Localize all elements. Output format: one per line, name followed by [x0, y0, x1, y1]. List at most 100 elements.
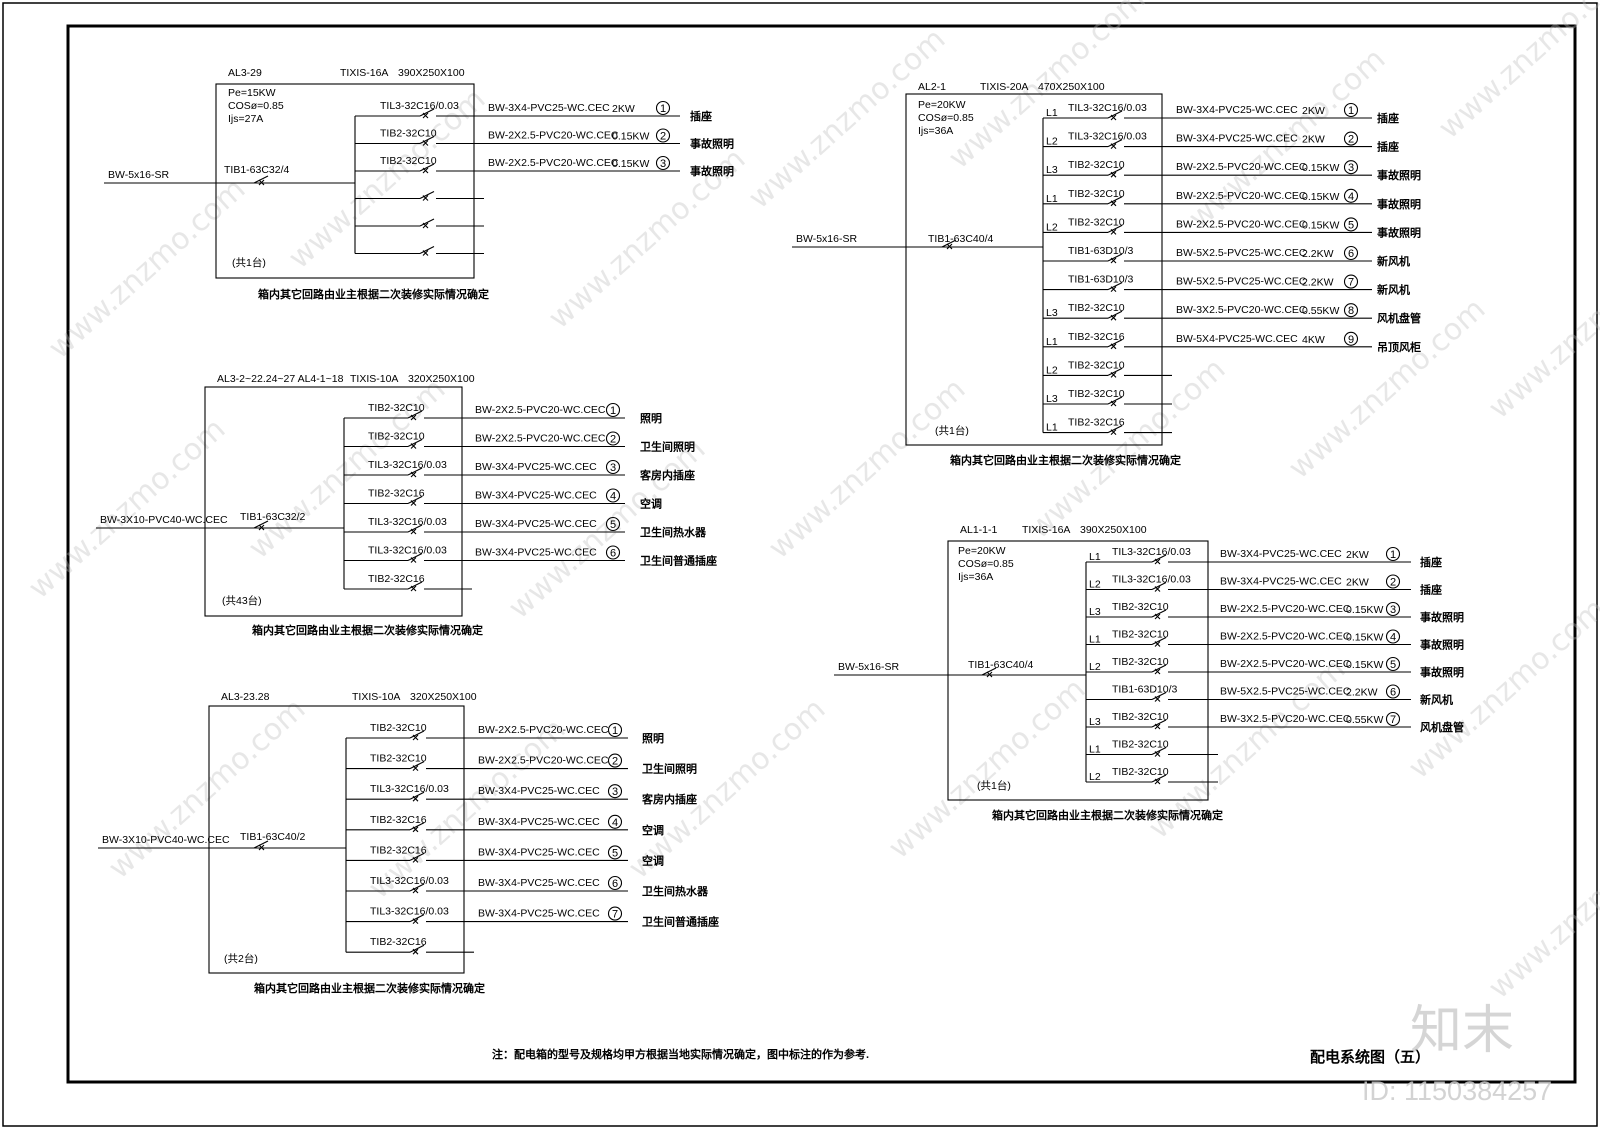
panel-param: Ijs=36A	[918, 125, 953, 137]
branch-breaker-x	[412, 918, 419, 924]
branch-breaker-x	[1110, 257, 1117, 264]
phase-label: L3	[1089, 606, 1101, 618]
branch-breaker-label: TIL3-32C16/0.03	[1068, 102, 1147, 114]
cable-spec-label: BW-3X4-PVC25-WC.CEC	[475, 518, 597, 530]
cable-spec-label: BW-3X4-PVC25-WC.CEC	[478, 846, 600, 858]
circuit-number-circle	[655, 128, 671, 143]
branch-breaker-label: TIB2-32C10	[1068, 159, 1125, 171]
load-power-label: 4KW	[1302, 334, 1325, 346]
circuit-number: 1	[612, 725, 618, 737]
panel-id: AL3-29	[228, 67, 262, 79]
branch-breaker-label: TIB2-32C16	[1068, 331, 1125, 343]
cable-spec-label: BW-3X4-PVC25-WC.CEC	[475, 547, 597, 559]
watermark-text: www.znzmo.com	[102, 692, 312, 886]
load-name: 卫生间热水器	[640, 525, 707, 539]
branch-breaker-label: TIL3-32C16/0.03	[368, 459, 447, 471]
phase-label: L1	[1089, 551, 1101, 563]
branch-breaker-x	[1154, 696, 1161, 702]
load-power-label: 0.15KW	[1346, 659, 1383, 671]
circuit-number-circle	[605, 431, 621, 446]
circuit-number-circle	[607, 753, 623, 768]
panel-dimensions: 470X250X100	[1038, 81, 1105, 93]
main-breaker-x	[258, 524, 265, 531]
branch-breaker-label: TIB2-32C10	[1112, 629, 1169, 641]
phase-label: L2	[1089, 661, 1101, 673]
branch-breaker-label: TIB2-32C10	[370, 753, 427, 765]
circuit-number: 7	[612, 909, 618, 921]
load-name: 新风机	[1377, 283, 1410, 297]
circuit-number: 3	[1348, 162, 1354, 174]
cable-spec-label: BW-2X2.5-PVC20-WC.CEC	[1176, 218, 1307, 230]
branch-breaker-symbol	[1107, 282, 1123, 291]
main-breaker-x	[258, 844, 265, 851]
circuit-number: 7	[1390, 714, 1396, 726]
circuit-number: 3	[1390, 604, 1396, 616]
circuit-number: 4	[610, 491, 616, 503]
branch-breaker-x	[422, 140, 429, 146]
cable-spec-label: BW-3X4-PVC25-WC.CEC	[478, 908, 600, 920]
circuit-number-circle	[605, 459, 621, 475]
cable-spec-label: BW-2X2.5-PVC20-WC.CEC	[1220, 658, 1351, 670]
circuit-number: 1	[1390, 549, 1396, 561]
load-power-label: 0.15KW	[612, 158, 649, 170]
circuit-number: 5	[610, 519, 616, 531]
load-name: 空调	[642, 853, 664, 867]
branch-breaker-symbol	[1151, 747, 1167, 755]
cable-spec-label: BW-3X2.5-PVC20-WC.CEC	[1220, 713, 1351, 725]
panel-footnote: 箱内其它回路由业主根据二次装修实际情况确定	[950, 453, 1181, 467]
watermark-text: www.znzmo.com	[42, 172, 252, 366]
main-breaker-x	[258, 179, 265, 186]
branch-breaker-symbol	[1151, 692, 1167, 700]
circuit-row	[355, 246, 484, 256]
branch-breaker-symbol	[407, 439, 423, 447]
load-name: 风机盘管	[1377, 311, 1421, 325]
circuit-number: 4	[612, 817, 618, 829]
panel-param: Pe=20KW	[958, 545, 1006, 557]
branch-breaker-symbol	[407, 581, 423, 590]
branch-breaker-label: TIB2-32C10	[370, 722, 427, 734]
phase-label: L2	[1046, 136, 1058, 148]
branch-breaker-x	[410, 414, 417, 421]
panel-param: Pe=15KW	[228, 87, 276, 99]
branch-breaker-x	[1110, 114, 1117, 121]
cable-spec-label: BW-2X2.5-PVC20-WC.CEC	[1176, 190, 1307, 202]
branch-breaker-label: TIB2-32C10	[1068, 388, 1125, 400]
circuit-number: 1	[660, 103, 666, 115]
load-name: 事故照明	[1420, 638, 1464, 652]
main-breaker-label: TIB1-63C40/4	[968, 659, 1034, 671]
phase-label: L1	[1046, 336, 1058, 348]
main-breaker-symbol	[981, 667, 997, 676]
cable-spec-label: BW-5X2.5-PVC25-WC.CEC	[1176, 276, 1307, 288]
circuit-number-circle	[655, 155, 671, 171]
cable-spec-label: BW-3X4-PVC25-WC.CEC	[478, 785, 600, 797]
load-power-label: 0.15KW	[1346, 632, 1383, 644]
load-power-label: 0.15KW	[1302, 191, 1339, 203]
branch-breaker-x	[1110, 314, 1117, 321]
load-power-label: 0.15KW	[1346, 604, 1383, 616]
cable-spec-label: BW-2X2.5-PVC20-WC.CEC	[475, 433, 606, 445]
circuit-number: 6	[1390, 687, 1396, 699]
branch-breaker-symbol	[1151, 554, 1167, 563]
load-name: 卫生间照明	[642, 762, 697, 776]
branch-breaker-x	[1154, 613, 1161, 620]
circuit-row: L3 TIB2-32C10	[1043, 388, 1172, 407]
branch-breaker-symbol	[407, 410, 423, 419]
phase-label: L3	[1046, 393, 1058, 405]
circuit-number: 9	[1348, 334, 1354, 346]
circuit-number-circle	[607, 906, 623, 921]
cable-spec-label: BW-2X2.5-PVC20-WC.CEC	[475, 404, 606, 416]
panel-id: AL2-1	[918, 81, 946, 93]
load-name: 卫生间热水器	[642, 884, 709, 898]
circuit-number-circle	[607, 784, 623, 799]
